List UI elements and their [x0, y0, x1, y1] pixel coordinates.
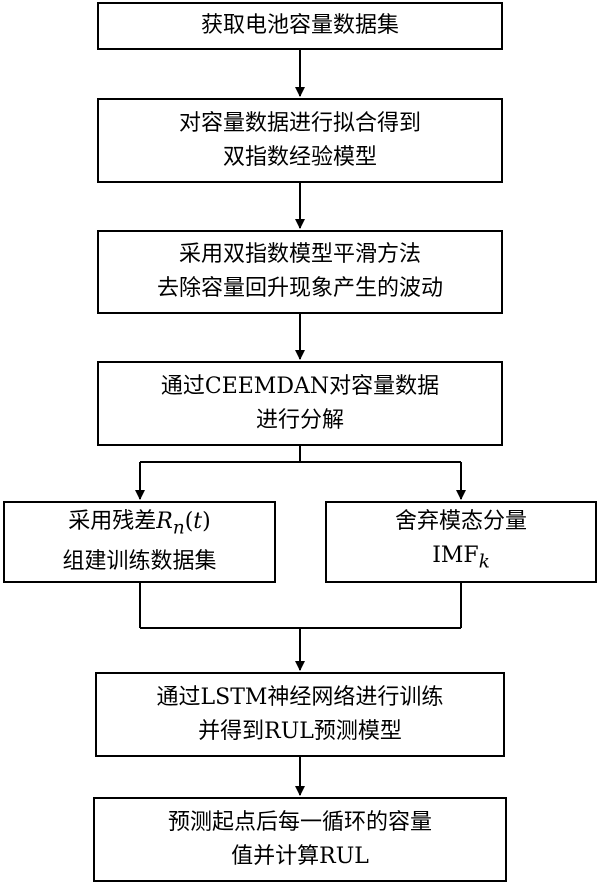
step-smooth-text-2: 去除容量回升现象产生的波动	[156, 276, 443, 301]
step-predict-text-2: 值并计算RUL	[231, 843, 369, 869]
step-train-text-2: 并得到RUL预测模型	[198, 718, 402, 744]
residual-subscript: n	[172, 517, 185, 539]
step-acquire-text: 获取电池容量数据集	[200, 13, 399, 38]
step-fit-model: 对容量数据进行拟合得到 双指数经验模型	[97, 98, 503, 183]
step-acquire-data: 获取电池容量数据集	[97, 2, 503, 50]
residual-paren-open: (	[184, 508, 194, 534]
step-smooth-text-1: 采用双指数模型平滑方法	[178, 242, 421, 267]
step-train-lstm: 通过LSTM神经网络进行训练 并得到RUL预测模型	[95, 672, 505, 757]
step-smooth: 采用双指数模型平滑方法 去除容量回升现象产生的波动	[97, 230, 503, 314]
step-residual-text-2: 组建训练数据集	[62, 549, 217, 575]
step-residual-text-1: 采用残差Rn(t)	[68, 505, 210, 545]
residual-paren-close: )	[202, 508, 211, 534]
residual-prefix: 采用残差	[68, 508, 157, 534]
step-decompose: 通过CEEMDAN对容量数据 进行分解	[97, 361, 503, 446]
step-decompose-text-2: 进行分解	[255, 407, 344, 433]
step-train-text-1: 通过LSTM神经网络进行训练	[156, 684, 444, 710]
step-predict-rul: 预测起点后每一循环的容量 值并计算RUL	[93, 797, 507, 882]
step-fit-text-1: 对容量数据进行拟合得到	[178, 110, 421, 136]
step-residual-dataset: 采用残差Rn(t) 组建训练数据集	[3, 501, 276, 583]
step-predict-text-1: 预测起点后每一循环的容量	[167, 809, 432, 835]
step-discard-text-1: 舍弃模态分量	[394, 508, 527, 534]
step-discard-imf: 舍弃模态分量 IMFk	[325, 501, 597, 583]
step-decompose-text-1: 通过CEEMDAN对容量数据	[160, 373, 440, 399]
imf-symbol: IMF	[432, 542, 479, 568]
step-discard-text-2: IMFk	[432, 539, 490, 579]
residual-symbol: R	[156, 508, 173, 534]
residual-var: t	[193, 508, 203, 534]
step-fit-text-2: 双指数经验模型	[222, 144, 377, 170]
imf-subscript: k	[478, 551, 490, 573]
